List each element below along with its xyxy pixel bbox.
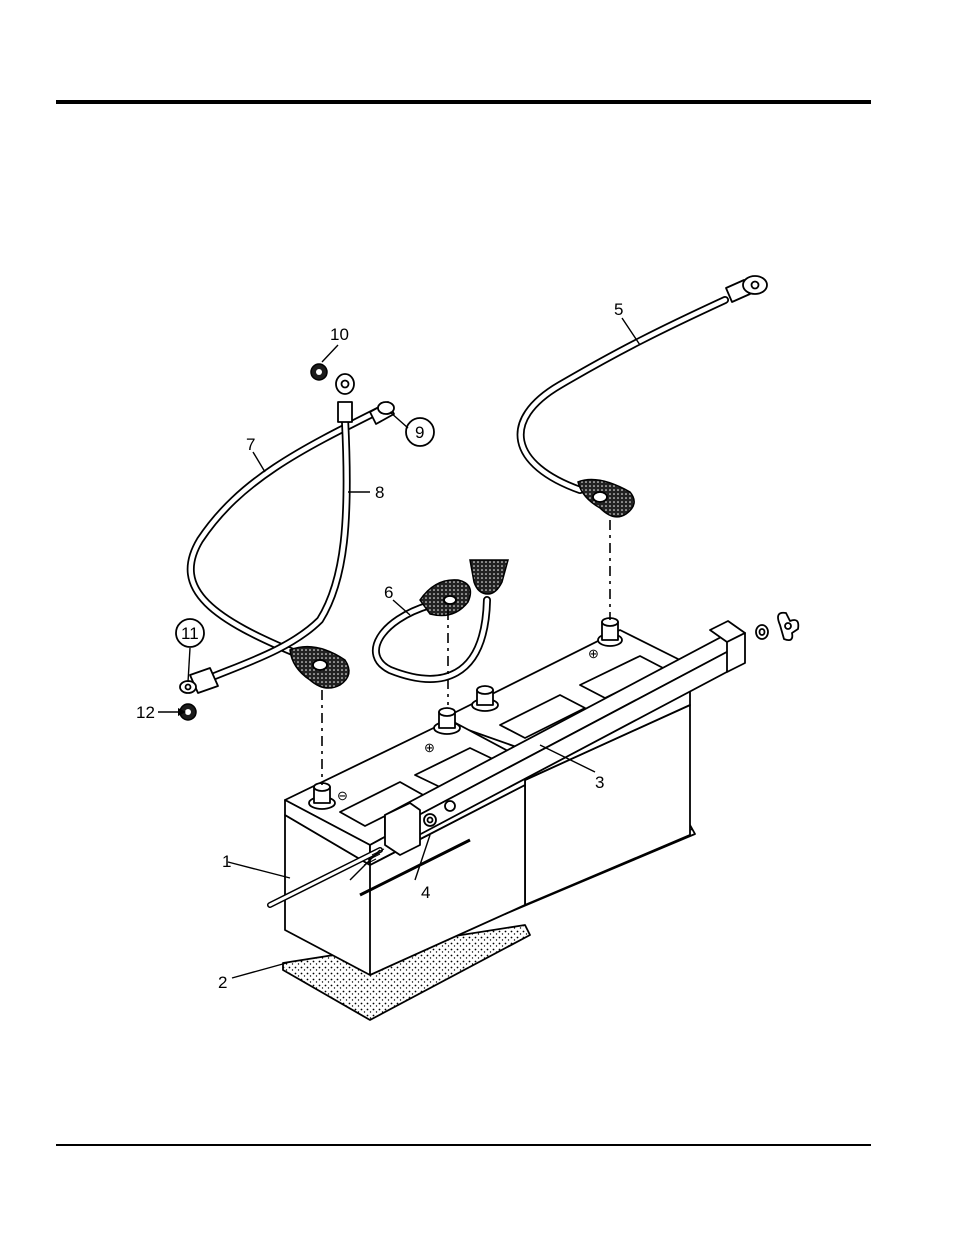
svg-text:⊕: ⊕ — [588, 646, 599, 661]
callout-4: 4 — [421, 883, 430, 902]
svg-text:⊕: ⊕ — [424, 740, 435, 755]
wing-nut — [778, 613, 798, 640]
lockwasher-item-10 — [311, 364, 327, 380]
cable-item-6 — [376, 560, 508, 679]
callout-3: 3 — [595, 773, 604, 792]
callout-1: 1 — [222, 852, 231, 871]
callout-5: 5 — [614, 300, 623, 319]
battery-rear-terminal-positive — [598, 618, 622, 646]
callout-9: 9 — [415, 423, 424, 442]
callout-8: 8 — [375, 483, 384, 502]
callout-12: 12 — [136, 703, 155, 722]
washer — [756, 625, 768, 639]
callout-6: 6 — [384, 583, 393, 602]
svg-text:⊖: ⊖ — [337, 788, 348, 803]
callout-10: 10 — [330, 325, 349, 344]
cable-item-5 — [521, 276, 767, 517]
callout-11: 11 — [181, 624, 199, 643]
callout-7: 7 — [246, 435, 255, 454]
callout-2: 2 — [218, 973, 227, 992]
